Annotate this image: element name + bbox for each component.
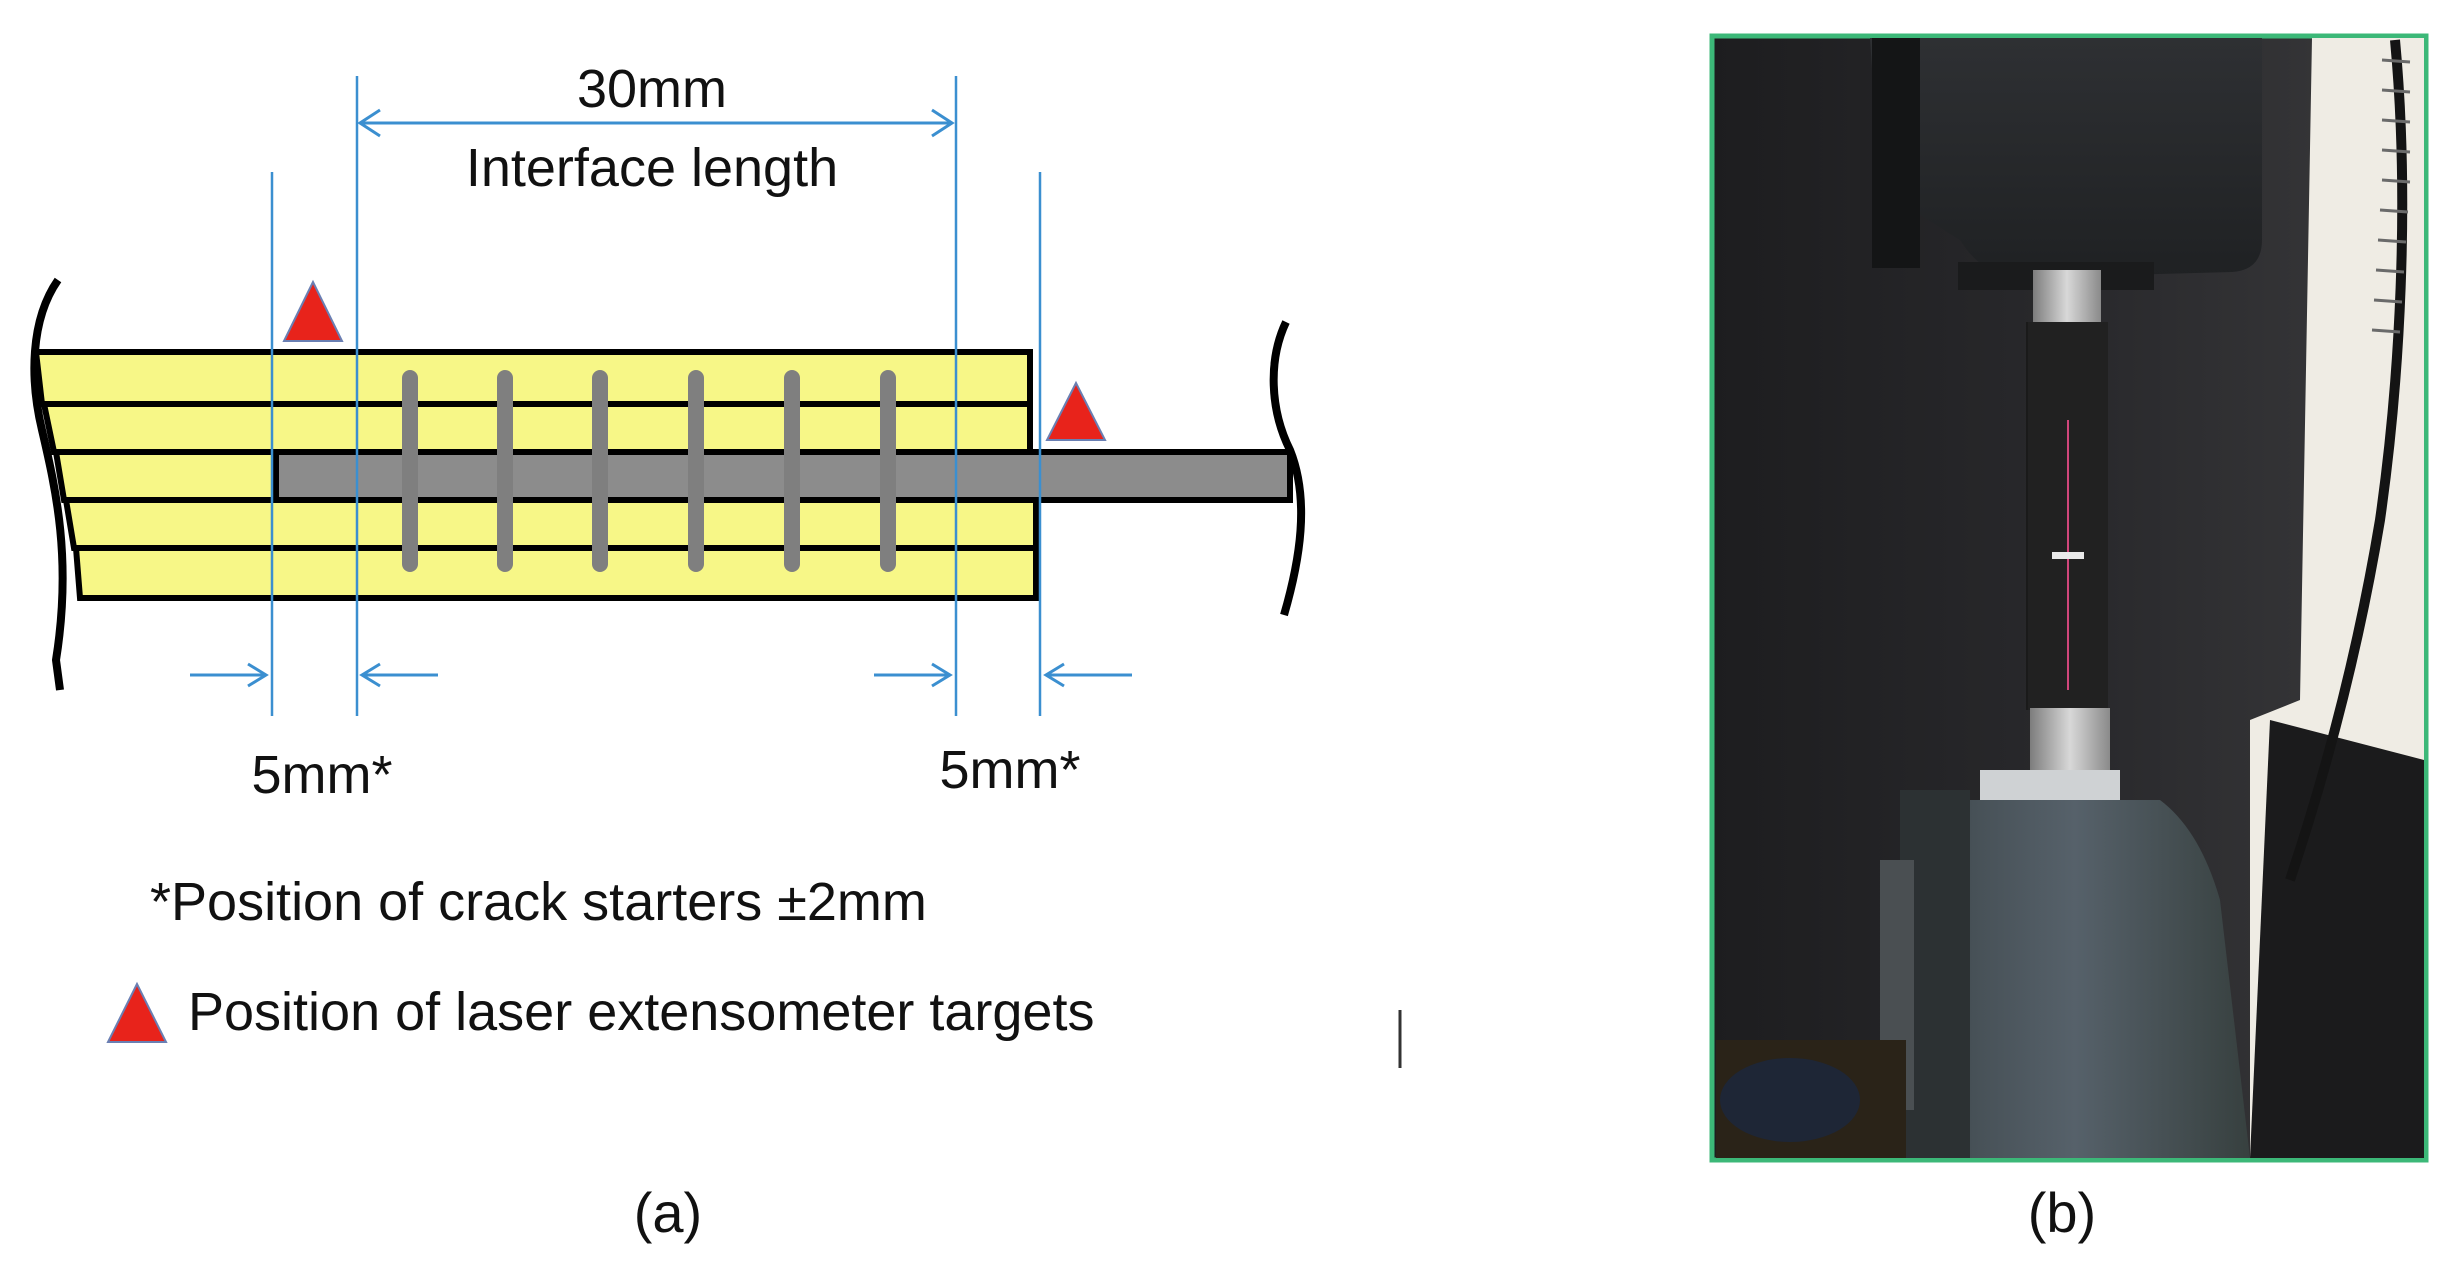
reference-lines [270, 76, 1042, 716]
ply-3-short [52, 449, 279, 503]
lower-grip [1900, 800, 2250, 1158]
test-rig-photo [1709, 33, 2429, 1163]
coiled-cable [2285, 39, 2408, 882]
dimension-arrows-bottom [190, 662, 1132, 688]
specimen-schematic: 30mm Interface length 5mm* 5mm* *Positio… [30, 59, 1402, 1244]
upper-grip [1870, 38, 2262, 278]
upper-tab [2033, 270, 2101, 324]
left-break-line [30, 277, 67, 691]
pin [592, 370, 608, 572]
insert-strip [273, 449, 1293, 503]
pin [688, 370, 704, 572]
crack-starter-pins [402, 370, 896, 572]
dimension-top-value: 30mm [577, 59, 727, 119]
legend-target-icon [106, 981, 168, 1043]
extensometer-target-right [1045, 380, 1107, 441]
caption-a: (a) [634, 1181, 702, 1244]
legend-target-label: Position of laser extensometer targets [188, 982, 1094, 1042]
pin [497, 370, 513, 572]
crack-starter-note: *Position of crack starters ±2mm [150, 872, 927, 932]
dimension-top-label: Interface length [466, 138, 838, 198]
caption-b: (b) [2028, 1181, 2096, 1244]
dimension-left-label: 5mm* [251, 745, 392, 805]
dimension-right-label: 5mm* [939, 740, 1080, 800]
pin [784, 370, 800, 572]
pin [402, 370, 418, 572]
dimension-arrow-top [357, 108, 955, 138]
pin [880, 370, 896, 572]
extensometer-target-left [282, 279, 344, 342]
